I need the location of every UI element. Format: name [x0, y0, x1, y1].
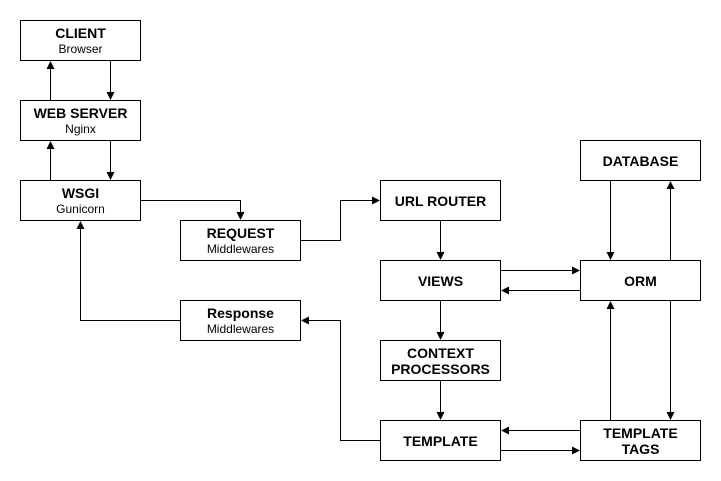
node-response-sub: Middlewares	[206, 321, 275, 336]
node-template-tags: TEMPLATE TAGS	[580, 420, 701, 461]
node-web-server: WEB SERVER Nginx	[20, 100, 141, 141]
node-url-router-title: URL ROUTER	[394, 192, 487, 209]
node-request-sub: Middlewares	[206, 241, 275, 256]
edge-template-to-response	[301, 316, 380, 441]
node-wsgi-sub: Gunicorn	[56, 201, 105, 216]
node-wsgi-title: WSGI	[61, 184, 100, 201]
node-client-title: CLIENT	[55, 24, 106, 41]
node-orm: ORM	[580, 260, 701, 301]
node-url-router: URL ROUTER	[380, 180, 501, 221]
node-views-title: VIEWS	[417, 272, 464, 289]
node-database-title: DATABASE	[602, 152, 679, 169]
node-web-server-title: WEB SERVER	[33, 104, 128, 121]
edge-response-to-wsgi	[76, 221, 180, 321]
node-views: VIEWS	[380, 260, 501, 301]
node-orm-title: ORM	[624, 272, 657, 289]
node-template-title: TEMPLATE	[403, 432, 478, 449]
edge-wsgi-to-request	[141, 200, 245, 220]
edge-request-to-urlrouter	[301, 196, 380, 241]
node-client-sub: Browser	[58, 41, 103, 56]
node-web-server-sub: Nginx	[65, 121, 96, 136]
node-template-tags-title: TEMPLATE TAGS	[603, 424, 678, 457]
node-database: DATABASE	[580, 140, 701, 181]
node-context-processors-title: CONTEXT PROCESSORS	[391, 344, 490, 377]
node-request-middlewares: REQUEST Middlewares	[180, 220, 301, 261]
node-client: CLIENT Browser	[20, 20, 141, 61]
node-request-title: REQUEST	[206, 224, 275, 241]
node-context-processors: CONTEXT PROCESSORS	[380, 340, 501, 381]
node-response-title: Response	[207, 304, 274, 321]
node-wsgi: WSGI Gunicorn	[20, 180, 141, 221]
node-response-middlewares: Response Middlewares	[180, 300, 301, 341]
node-template: TEMPLATE	[380, 420, 501, 461]
